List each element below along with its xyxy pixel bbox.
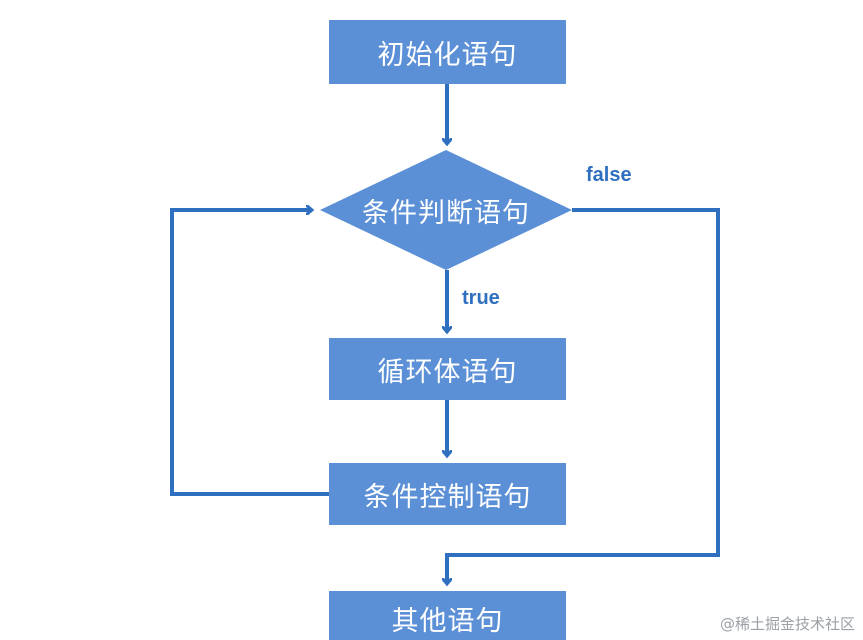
watermark: @稀土掘金技术社区: [719, 615, 855, 633]
edge-label-false: false: [586, 164, 632, 186]
edge-label-true: true: [462, 287, 500, 309]
node-init-label: 初始化语句: [377, 39, 518, 71]
node-loop-body: 循环体语句: [329, 338, 566, 400]
node-init: 初始化语句: [329, 20, 566, 84]
node-loop-body-label: 循环体语句: [377, 356, 518, 388]
node-condition-label: 条件判断语句: [362, 197, 530, 229]
condition-diamond-shape: [320, 150, 572, 270]
node-other-label: 其他语句: [391, 606, 504, 637]
arrow-control-back-to-condition: [170, 210, 329, 496]
node-control-label: 条件控制语句: [363, 481, 532, 513]
node-other: 其他语句: [329, 591, 566, 640]
node-control: 条件控制语句: [329, 463, 566, 525]
arrow-condition-to-other: [447, 208, 720, 584]
node-condition: 条件判断语句: [320, 180, 572, 240]
